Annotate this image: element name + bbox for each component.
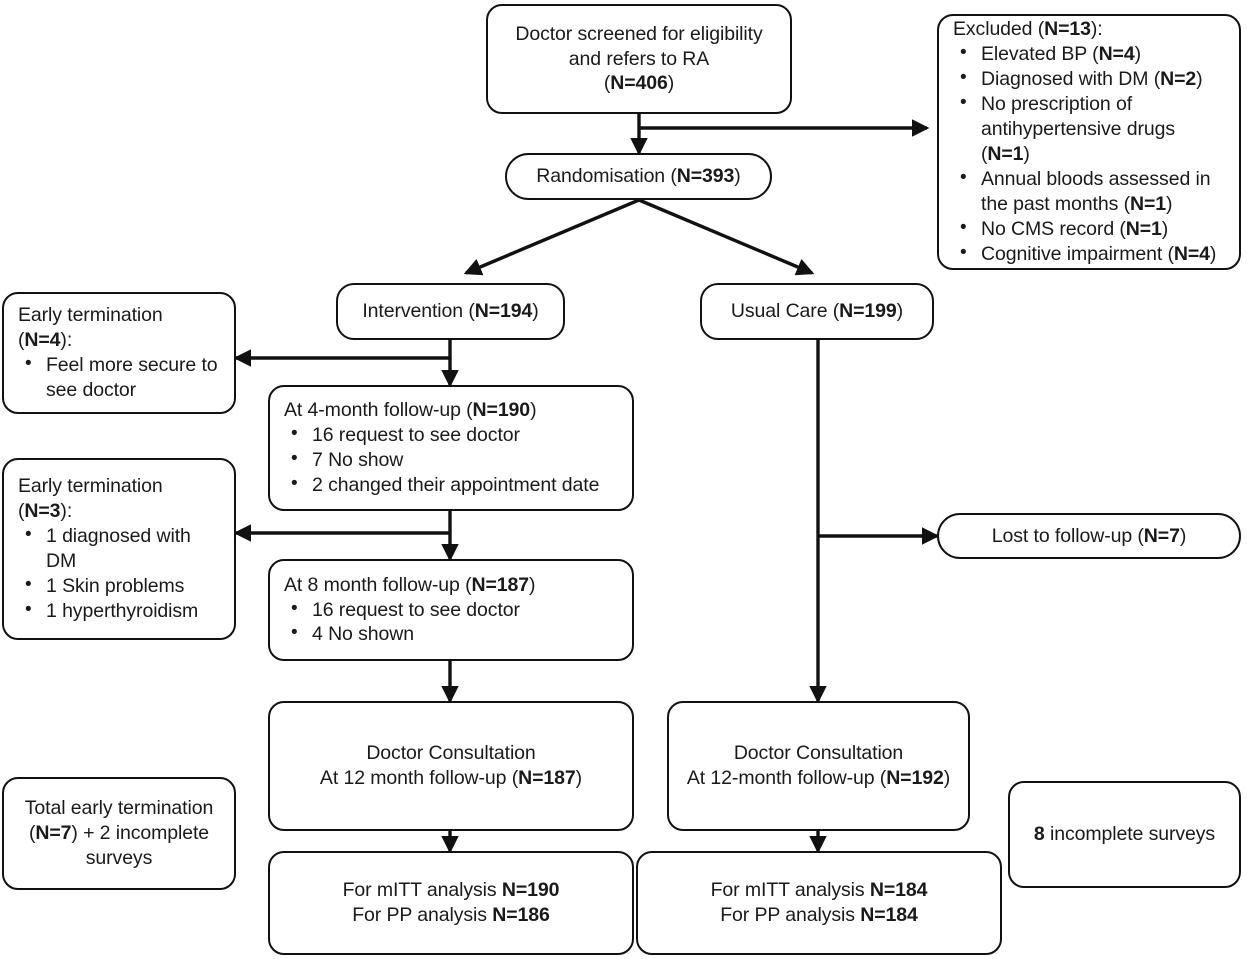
node-followup-8-month[interactable]: At 8 month follow-up (N=187) 16 request … (268, 559, 634, 661)
list-item: 16 request to see doctor (291, 422, 620, 448)
connector-randomisation-to-intervention (463, 198, 640, 276)
node-incomplete-surveys[interactable]: 8 incomplete surveys (1008, 781, 1241, 888)
list-item: Elevated BP (N=4) (960, 41, 1227, 67)
list-item: 16 request to see doctor (291, 597, 620, 623)
list-item: Feel more secure to see doctor (25, 352, 222, 403)
excluded-reason-list: Elevated BP (N=4) Diagnosed with DM (N=2… (953, 41, 1227, 267)
analysis-intervention-mitt: For mITT analysis N=190 (342, 879, 560, 902)
list-item: Annual bloods assessed in the past month… (960, 166, 1227, 217)
screened-line-2: and refers to RA (568, 47, 710, 70)
list-item: Cognitive impairment (N=4) (960, 241, 1227, 267)
list-item: 2 changed their appointment date (291, 472, 620, 498)
list-item: 7 No show (291, 447, 620, 473)
consult-intervention-line-2: At 12 month follow-up (N=187) (319, 767, 583, 789)
list-item: No CMS record (N=1) (960, 216, 1227, 242)
intervention-label: Intervention (N=194) (362, 300, 539, 323)
node-total-early-termination[interactable]: Total early termination (N=7) + 2 incomp… (2, 777, 236, 890)
total-early-termination-line-1: Total early termination (24, 797, 214, 820)
list-item: 4 No shown (291, 621, 620, 647)
excluded-title: Excluded (N=13): (953, 18, 1103, 41)
node-excluded[interactable]: Excluded (N=13): Elevated BP (N=4) Diagn… (937, 14, 1241, 270)
consult-usual-line-1: Doctor Consultation (733, 742, 904, 765)
node-usual-care-arm[interactable]: Usual Care (N=199) (700, 283, 934, 340)
node-analysis-usual-care[interactable]: For mITT analysis N=184 For PP analysis … (636, 851, 1002, 955)
node-early-termination-2[interactable]: Early termination (N=3): 1 diagnosed wit… (2, 458, 236, 640)
list-item: 1 diagnosed with DM (25, 523, 222, 574)
followup-8-month-title: At 8 month follow-up (N=187) (284, 573, 536, 596)
node-screened-for-eligibility[interactable]: Doctor screened for eligibility and refe… (486, 4, 792, 114)
list-item: No prescription of antihypertensive drug… (960, 91, 1227, 167)
consult-intervention-line-1: Doctor Consultation (366, 742, 536, 765)
analysis-usual-mitt: For mITT analysis N=184 (710, 879, 928, 902)
node-lost-to-followup[interactable]: Lost to follow-up (N=7) (937, 513, 1241, 559)
early-termination-1-list: Feel more secure to see doctor (18, 352, 222, 403)
list-item: Diagnosed with DM (N=2) (960, 66, 1227, 92)
consult-usual-line-2: At 12-month follow-up (N=192) (686, 767, 951, 789)
early-termination-2-list: 1 diagnosed with DM 1 Skin problems 1 hy… (18, 523, 222, 624)
analysis-usual-pp: For PP analysis N=184 (720, 904, 918, 926)
screened-line-1: Doctor screened for eligibility (515, 22, 763, 45)
node-doctor-consultation-usual-care[interactable]: Doctor Consultation At 12-month follow-u… (667, 701, 970, 831)
node-followup-4-month[interactable]: At 4-month follow-up (N=190) 16 request … (268, 385, 634, 511)
early-termination-2-title: Early termination (N=3): (18, 475, 163, 523)
list-item: 1 Skin problems (25, 573, 222, 599)
total-early-termination-line-2: (N=7) + 2 incomplete (28, 822, 210, 845)
node-doctor-consultation-intervention[interactable]: Doctor Consultation At 12 month follow-u… (268, 701, 634, 831)
node-randomisation[interactable]: Randomisation (N=393) (505, 153, 772, 200)
followup-4-month-list: 16 request to see doctor 7 No show 2 cha… (284, 422, 620, 498)
usual-care-label: Usual Care (N=199) (730, 300, 904, 323)
node-analysis-intervention[interactable]: For mITT analysis N=190 For PP analysis … (268, 851, 634, 955)
list-item: 1 hyperthyroidism (25, 598, 222, 624)
analysis-intervention-pp: For PP analysis N=186 (352, 904, 550, 926)
total-early-termination-line-3: surveys (85, 846, 153, 869)
early-termination-1-title: Early termination (N=4): (18, 304, 163, 352)
incomplete-surveys-label: 8 incomplete surveys (1033, 823, 1216, 846)
node-early-termination-1[interactable]: Early termination (N=4): Feel more secur… (2, 292, 236, 414)
screened-count: (N=406) (603, 72, 675, 95)
followup-4-month-title: At 4-month follow-up (N=190) (284, 399, 537, 422)
lost-to-followup-label: Lost to follow-up (N=7) (991, 524, 1187, 547)
node-intervention-arm[interactable]: Intervention (N=194) (336, 283, 565, 340)
randomisation-label: Randomisation (N=393) (536, 165, 741, 188)
connector-randomisation-to-usual-care (638, 198, 815, 276)
followup-8-month-list: 16 request to see doctor 4 No shown (284, 597, 620, 648)
